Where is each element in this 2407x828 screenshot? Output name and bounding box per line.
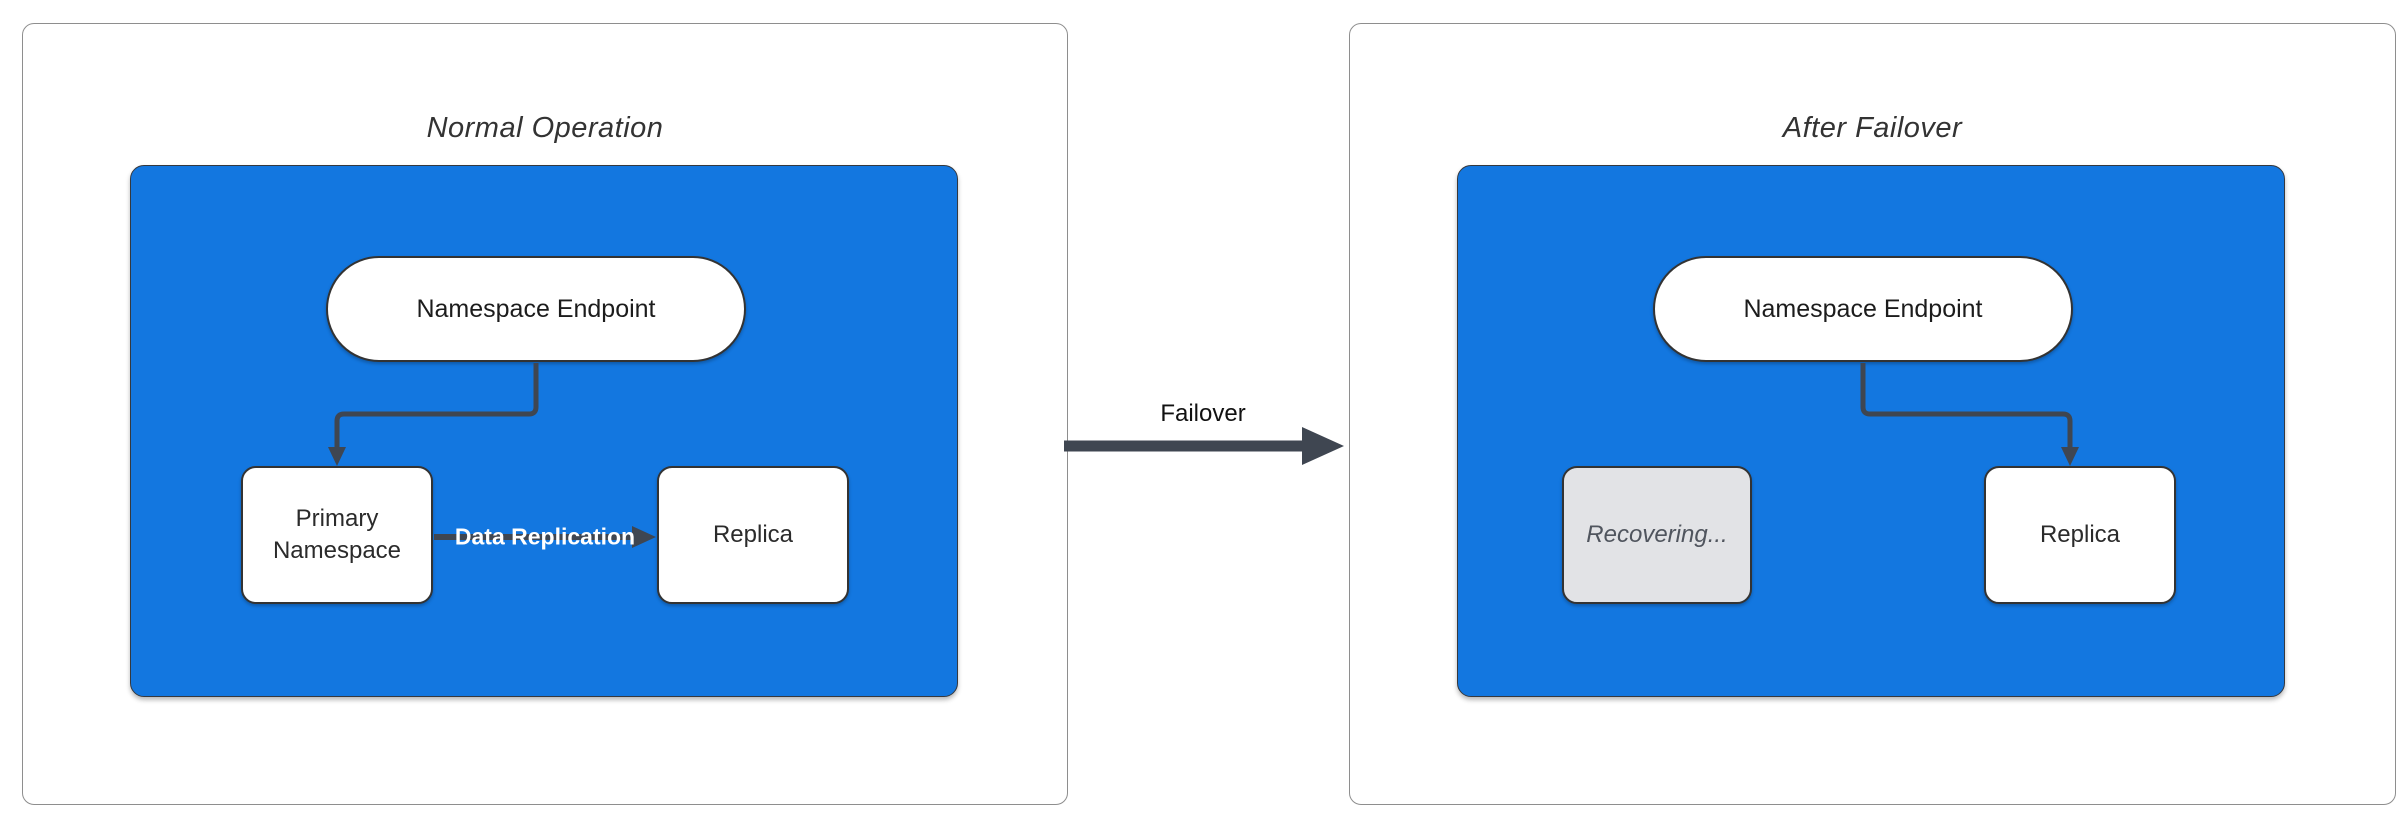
panel-title-normal-operation: Normal Operation [426, 112, 664, 144]
cluster-normal-operation [130, 165, 958, 697]
panel-title-after-failover: After Failover [1782, 112, 1963, 144]
node-namespace-endpoint-failover: Namespace Endpoint [1653, 256, 2073, 362]
node-namespace-endpoint-normal: Namespace Endpoint [326, 256, 746, 362]
failover-label: Failover [1160, 400, 1246, 427]
edge-label-data-replication: Data Replication [454, 523, 636, 550]
node-replica-normal: Replica [657, 466, 849, 604]
node-label: Namespace Endpoint [416, 294, 656, 323]
failover-arrowhead [1302, 427, 1344, 465]
node-label: Namespace Endpoint [1743, 294, 1983, 323]
node-replica-failover: Replica [1984, 466, 2176, 604]
node-recovering: Recovering... [1562, 466, 1752, 604]
node-label: Replica [2039, 520, 2121, 548]
node-label: Replica [712, 520, 794, 548]
cluster-after-failover [1457, 165, 2285, 697]
node-primary-namespace: Primary Namespace [241, 466, 433, 604]
node-label: Primary Namespace [272, 504, 402, 564]
node-label: Recovering... [1586, 520, 1728, 548]
